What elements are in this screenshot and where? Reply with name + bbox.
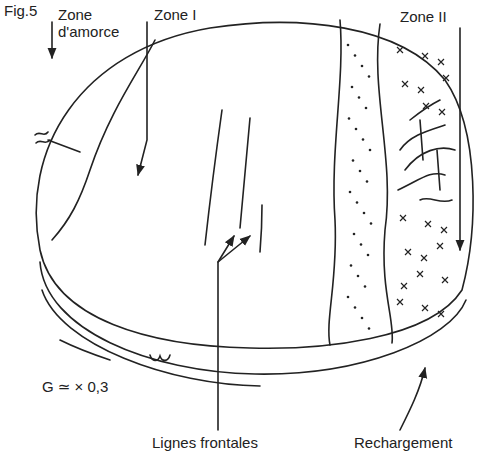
dot — [349, 191, 352, 194]
cross — [418, 87, 424, 93]
figure-number: Fig.5 — [2, 2, 39, 19]
dot — [366, 180, 369, 183]
cross — [422, 305, 428, 311]
cross — [422, 53, 428, 59]
dot — [360, 243, 363, 246]
zone-boundary — [378, 24, 393, 343]
zone-boundary — [52, 40, 155, 240]
dot — [350, 264, 353, 267]
dot — [353, 233, 356, 236]
crack-line — [48, 140, 80, 152]
cross — [437, 243, 443, 249]
cross — [443, 75, 449, 81]
shaft-band — [40, 262, 466, 374]
leader-line — [138, 22, 147, 175]
callout-label: Lignes frontales — [150, 434, 260, 451]
fracture-face — [36, 22, 473, 348]
cross — [402, 81, 408, 87]
cross — [425, 221, 431, 227]
crack-start — [35, 132, 50, 143]
zone-boundary — [329, 20, 341, 345]
cross — [423, 103, 429, 109]
dot-texture — [347, 44, 373, 330]
dot — [354, 54, 357, 57]
dot — [362, 138, 365, 141]
zone-label: Zone I — [152, 6, 199, 23]
dot — [357, 275, 360, 278]
cross — [442, 277, 448, 283]
dot — [368, 327, 371, 330]
leader-line — [400, 368, 425, 430]
dot — [355, 128, 358, 131]
dot — [365, 107, 368, 110]
cross — [405, 249, 411, 255]
dot — [361, 65, 364, 68]
crack-line — [398, 100, 455, 201]
dot — [369, 149, 372, 152]
dot — [356, 201, 359, 204]
zone-label: Zone II — [398, 8, 449, 25]
dot — [348, 117, 351, 120]
cross — [400, 215, 406, 221]
shaft-edge — [60, 340, 110, 360]
leader-line — [51, 22, 53, 58]
frontal-line — [240, 118, 250, 228]
cross — [397, 47, 403, 53]
leader-line — [218, 236, 250, 262]
cross — [441, 227, 447, 233]
cross — [438, 59, 444, 65]
dot — [347, 296, 350, 299]
cross — [421, 255, 427, 261]
cross — [439, 109, 445, 115]
callout-label: Rechargement — [352, 434, 454, 451]
leader-line — [218, 236, 234, 430]
frontal-line — [260, 205, 262, 252]
cross — [438, 311, 444, 317]
dot — [347, 44, 350, 47]
shaft-edge — [150, 355, 170, 360]
dot — [352, 159, 355, 162]
dot — [354, 306, 357, 309]
zone-label: Zone d'amorce — [56, 6, 130, 40]
dot — [359, 170, 362, 173]
scale-label: G ≃ × 0,3 — [40, 378, 110, 395]
crack-line — [420, 120, 440, 190]
leader-line — [459, 28, 461, 250]
dot — [351, 86, 354, 89]
dot — [367, 254, 370, 257]
dot — [358, 96, 361, 99]
cross — [397, 299, 403, 305]
shaft-edge — [42, 290, 260, 386]
cross — [401, 283, 407, 289]
dot — [361, 317, 364, 320]
frontal-line — [205, 110, 222, 245]
cross-texture — [397, 47, 449, 317]
dot — [370, 222, 373, 225]
dot — [364, 285, 367, 288]
dot — [363, 212, 366, 215]
cross — [417, 271, 423, 277]
dot — [368, 75, 371, 78]
